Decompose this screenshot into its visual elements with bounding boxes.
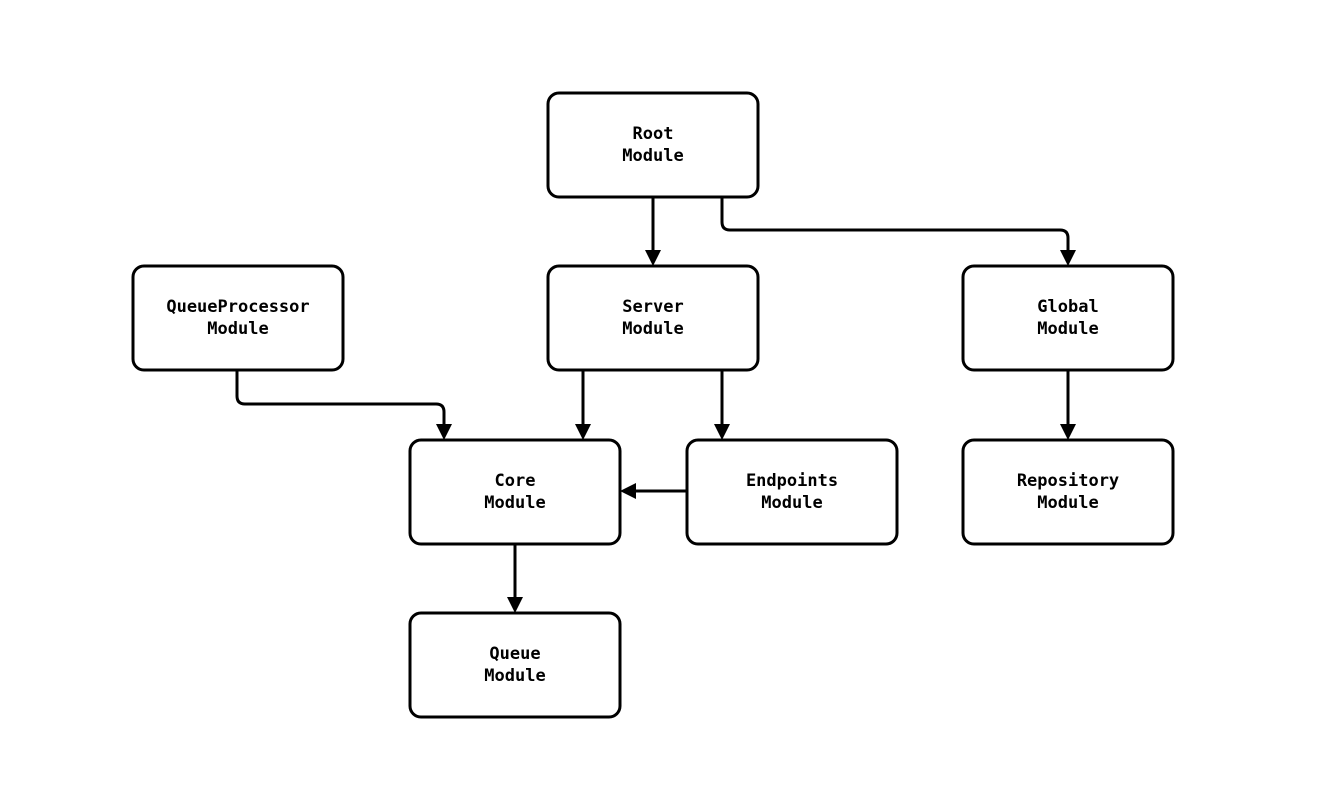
node-box[interactable]: [546, 91, 760, 199]
node-label-line1: QueueProcessor: [166, 297, 309, 317]
arrowhead-icon: [507, 597, 523, 613]
node-label-line1: Server: [622, 297, 683, 317]
node-label-line2: Module: [207, 319, 268, 339]
node-label-line1: Queue: [489, 644, 540, 664]
node-label-line1: Global: [1037, 297, 1098, 317]
arrowhead-icon: [1060, 424, 1076, 440]
node-box[interactable]: [961, 438, 1175, 546]
node-box[interactable]: [408, 611, 622, 719]
node-label-line2: Module: [761, 493, 822, 513]
arrowhead-icon: [714, 424, 730, 440]
edge-server-to-endpoints: [714, 370, 730, 440]
edge-global-to-repository: [1060, 370, 1076, 440]
node-label-line2: Module: [1037, 319, 1098, 339]
node-label-line2: Module: [622, 319, 683, 339]
edge-line: [720, 197, 1070, 252]
node-box[interactable]: [131, 264, 345, 372]
arrowhead-icon: [620, 483, 636, 499]
edge-queueprocessor-to-core: [235, 370, 452, 440]
edge-server-to-core: [575, 370, 591, 440]
edge-core-to-queue: [507, 544, 523, 613]
node-box[interactable]: [961, 264, 1175, 372]
node-label-line1: Repository: [1017, 471, 1119, 491]
node-box[interactable]: [546, 264, 760, 372]
edge-root-to-global: [720, 197, 1076, 266]
node-label-line2: Module: [1037, 493, 1098, 513]
node-label-line1: Core: [495, 471, 536, 491]
node-label-line2: Module: [484, 666, 545, 686]
node-label-line2: Module: [484, 493, 545, 513]
node-label-line1: Endpoints: [746, 471, 838, 491]
arrowhead-icon: [645, 250, 661, 266]
node-label-line2: Module: [622, 146, 683, 166]
node-box[interactable]: [408, 438, 622, 546]
node-label-line1: Root: [633, 124, 674, 144]
arrowhead-icon: [436, 424, 452, 440]
edge-root-to-server: [645, 197, 661, 266]
arrowhead-icon: [575, 424, 591, 440]
arrowhead-icon: [1060, 250, 1076, 266]
edge-endpoints-to-core: [620, 483, 687, 499]
edge-layer: [235, 197, 1076, 613]
edge-line: [235, 370, 446, 426]
node-box[interactable]: [685, 438, 899, 546]
